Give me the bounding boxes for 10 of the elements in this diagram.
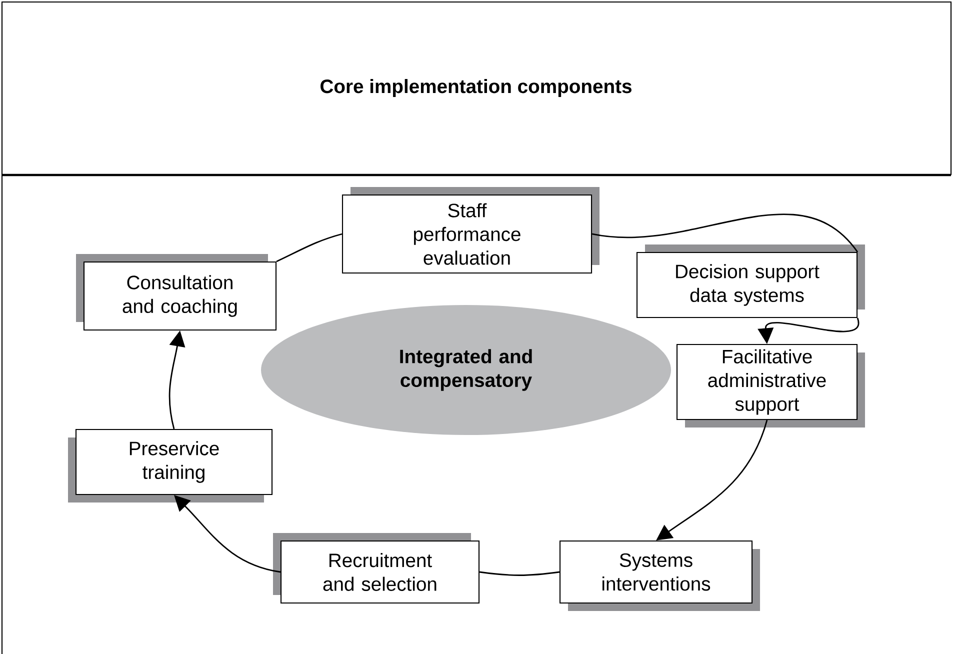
component-box: Preservice training: [68, 428, 273, 502]
component-box: Staff performance evaluation: [342, 187, 600, 274]
arrow: [174, 495, 281, 573]
component-box: Systems interventions: [559, 540, 760, 611]
component-box: Facilitative administrative support: [676, 344, 866, 428]
oval: Integrated and compensatory: [261, 305, 671, 435]
component-box: Recruitment and selection: [273, 533, 480, 604]
component-box: Decision support data systems: [636, 244, 866, 318]
title: Core implementation components: [320, 79, 632, 97]
component-box: Consultation and coaching: [76, 254, 277, 331]
